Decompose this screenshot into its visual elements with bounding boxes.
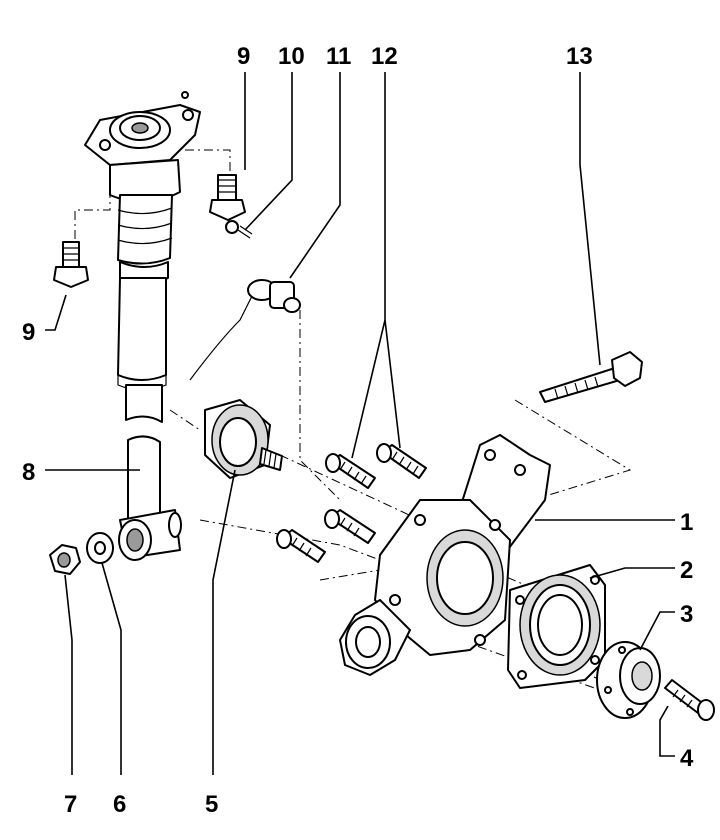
- wheel-bearing-2: [507, 564, 606, 689]
- leader-lines: [45, 72, 675, 775]
- hub-bolt-4: [664, 679, 715, 721]
- callout-1: 1: [680, 509, 693, 536]
- screw-10: [225, 220, 253, 239]
- speed-sensor-11: [189, 279, 301, 381]
- wheel-hub-3: [596, 641, 661, 719]
- callout-10: 10: [278, 43, 305, 70]
- drive-shaft-joint-5: [204, 399, 283, 479]
- bolt-9-left: [53, 241, 89, 288]
- callout-4: 4: [680, 745, 694, 772]
- callout-3: 3: [680, 601, 693, 628]
- bolt-lower-a: [276, 529, 326, 563]
- callout-2: 2: [680, 557, 693, 584]
- callout-8: 8: [22, 459, 35, 486]
- wheel-bearing-housing-1: [339, 434, 551, 676]
- callout-12: 12: [371, 43, 398, 70]
- bolt-lower-b: [324, 509, 376, 544]
- callout-5: 5: [205, 791, 218, 818]
- washer-6: [86, 532, 114, 564]
- shock-absorber: [84, 91, 201, 561]
- callout-labels: 1 2 3 4 5 6 7 8 9 9 10 11 12 13: [22, 43, 694, 818]
- callout-9-left: 9: [22, 319, 35, 346]
- bolt-9-upper: [209, 174, 246, 221]
- bolt-12-b: [376, 443, 427, 479]
- callout-13: 13: [566, 43, 593, 70]
- callout-6: 6: [113, 791, 126, 818]
- callout-7: 7: [64, 791, 77, 818]
- bolt-13: [539, 351, 643, 403]
- nut-7: [49, 544, 81, 575]
- bolt-12-a: [325, 453, 376, 489]
- callout-11: 11: [326, 43, 351, 70]
- callout-9-upper: 9: [237, 43, 250, 70]
